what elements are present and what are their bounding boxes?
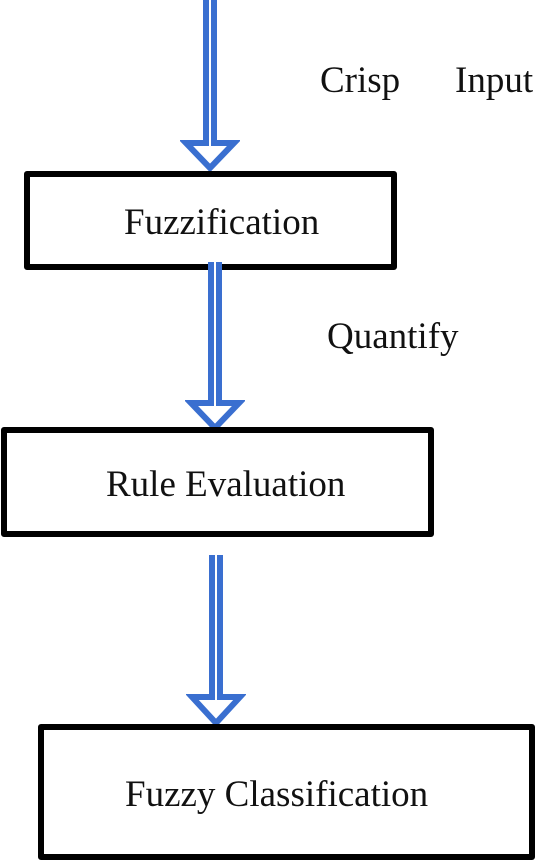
node-fuzzy-classification [38,724,535,860]
edge-label-quantify: Quantify [327,316,459,357]
edge-label-input: Input [455,60,534,101]
hollow-down-arrow-icon [180,0,240,172]
node-label-rule-evaluation: Rule Evaluation [106,464,346,505]
hollow-down-arrow-icon [185,262,245,432]
node-label-fuzzy-classification: Fuzzy Classification [125,774,429,815]
edge-label-crisp: Crisp [320,60,401,101]
node-rule-evaluation [1,427,434,537]
node-label-fuzzification: Fuzzification [124,202,320,243]
hollow-down-arrow-icon [186,555,246,727]
